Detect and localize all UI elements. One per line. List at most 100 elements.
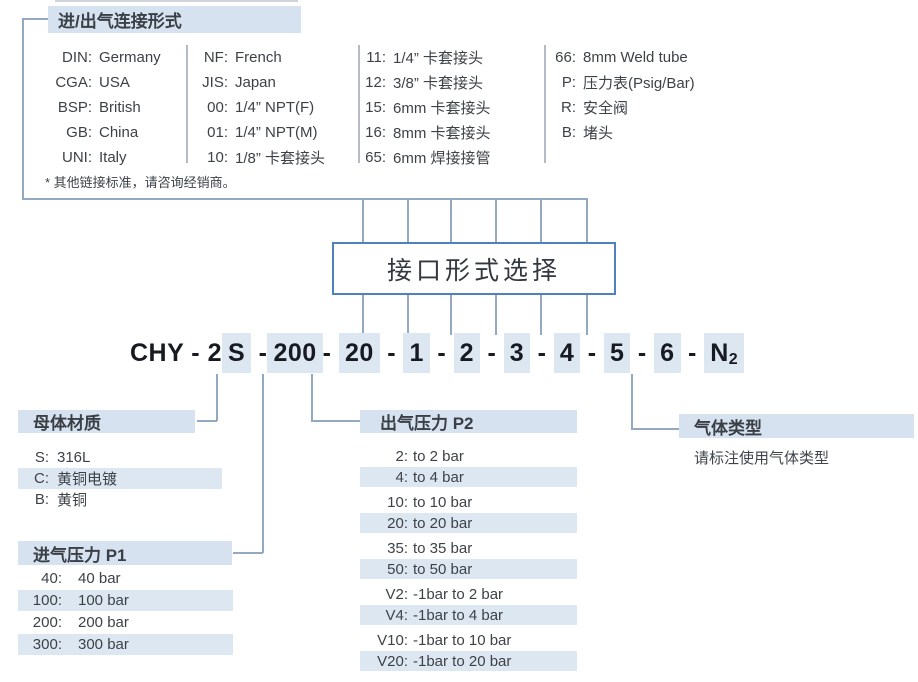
option-value: to 35 bar xyxy=(413,539,473,557)
connector-drop-line xyxy=(495,295,497,335)
connector-drop-line xyxy=(495,198,497,244)
option-key: S: xyxy=(34,449,49,466)
option-key: 12: xyxy=(365,74,386,91)
option-value: 3/8” 卡套接头 xyxy=(393,75,484,92)
option-value: to 4 bar xyxy=(413,468,464,486)
option-value: 100 bar xyxy=(78,592,129,609)
code-segment-text: N xyxy=(710,338,729,367)
option-key: V2: xyxy=(385,585,408,603)
option-value: 1/8” 卡套接头 xyxy=(235,150,326,167)
code-segment: CHY xyxy=(130,333,191,373)
connection-table-column-3: 11: 1/4” 卡套接头 12: 3/8” 卡套接头 15: 6mm 卡套接头… xyxy=(364,45,490,170)
connector-drop-line xyxy=(540,198,542,244)
code-segment: - xyxy=(191,333,207,373)
code-segment-subscript: 2 xyxy=(728,351,739,368)
outlet-pressure-option: 10: to 10 bar xyxy=(360,492,577,512)
connector-material-v xyxy=(216,374,218,421)
code-segment: 4 xyxy=(553,333,581,373)
connection-option: 66: 8mm Weld tube xyxy=(548,45,695,70)
option-key: CGA: xyxy=(55,74,92,91)
option-key: 4: xyxy=(395,468,408,486)
material-section-header: 母体材质 xyxy=(18,410,195,433)
code-segment-text: - xyxy=(580,338,604,367)
code-segment-text: 2 xyxy=(207,338,222,367)
option-key: B: xyxy=(34,491,49,508)
table-divider xyxy=(544,45,546,163)
option-key: R: xyxy=(561,99,576,116)
code-segment: 2 xyxy=(453,333,480,373)
code-segment-text: 20 xyxy=(344,338,374,367)
option-value: French xyxy=(235,49,282,66)
connector-drop-line xyxy=(407,295,409,335)
option-value: 1/4” NPT(F) xyxy=(235,99,315,116)
outlet-pressure-section-header: 出气压力 P2 xyxy=(360,410,577,433)
option-value: -1bar to 20 bar xyxy=(413,652,512,670)
option-key: 66: xyxy=(555,49,576,66)
material-section-title: 母体材质 xyxy=(33,414,101,433)
code-segment-text: 6 xyxy=(660,338,675,367)
inlet-pressure-option: 40: 40 bar xyxy=(18,568,233,589)
option-key: 300: xyxy=(32,636,62,653)
code-segment-text: - xyxy=(480,338,504,367)
gas-type-caption: 请标注使用气体类型 xyxy=(694,450,830,467)
connection-table-column-2: NF: French JIS: Japan 00: 1/4” NPT(F) 01… xyxy=(198,45,325,170)
option-value: to 10 bar xyxy=(413,493,473,511)
connector-drop-line xyxy=(450,295,452,335)
code-segment-text: CHY xyxy=(130,338,192,367)
option-key: 2: xyxy=(395,447,408,465)
code-segment: - xyxy=(580,333,604,373)
connector-drop-line xyxy=(586,198,588,244)
table-divider xyxy=(358,45,360,163)
top-crop-line xyxy=(55,0,298,2)
option-key: BSP: xyxy=(57,99,92,116)
code-segment: S xyxy=(221,333,252,373)
code-segment-text: 1 xyxy=(409,338,424,367)
connector-drop-line xyxy=(362,198,364,244)
connection-option: B: 堵头 xyxy=(548,120,695,145)
option-value: 200 bar xyxy=(78,614,129,631)
connection-option: 00: 1/4” NPT(F) xyxy=(198,95,325,120)
code-segment: - xyxy=(480,333,504,373)
gas-type-section-header: 气体类型 xyxy=(679,414,914,438)
option-key: 00: xyxy=(207,99,228,116)
bracket-top-line xyxy=(22,18,48,20)
connection-option: 01: 1/4” NPT(M) xyxy=(198,120,325,145)
option-value: -1bar to 10 bar xyxy=(413,631,512,649)
option-key: P: xyxy=(561,74,576,91)
option-value: Italy xyxy=(99,149,127,166)
option-value: 黄铜 xyxy=(57,492,88,509)
code-segment: 2 xyxy=(208,333,222,373)
option-key: NF: xyxy=(203,49,228,66)
ordering-code: CHY - 2 S - 200 - 20 - 1 - 2 - 3 - xyxy=(130,333,745,373)
outlet-pressure-section-title: 出气压力 P2 xyxy=(380,414,474,433)
connector-inlet-v xyxy=(262,374,264,553)
code-segment: 200 xyxy=(267,333,323,373)
connector-drop-line xyxy=(362,295,364,335)
option-value: -1bar to 2 bar xyxy=(413,585,504,603)
code-segment-text: - xyxy=(379,338,404,367)
code-segment: 3 xyxy=(503,333,531,373)
option-key: B: xyxy=(561,124,576,141)
code-segment: - xyxy=(380,333,404,373)
option-value: 压力表(Psig/Bar) xyxy=(583,75,695,92)
code-segment: 20 xyxy=(338,333,380,373)
option-key: 01: xyxy=(207,124,228,141)
option-key: 40: xyxy=(41,570,62,587)
connector-gas-h xyxy=(631,428,679,430)
connection-option: R: 安全阀 xyxy=(548,95,695,120)
connection-note: * 其他链接标准，请咨询经销商。 xyxy=(45,175,236,190)
connection-option: DIN: Germany xyxy=(50,45,161,70)
option-value: 1/4” NPT(M) xyxy=(235,124,318,141)
bracket-left-line xyxy=(22,18,24,200)
gas-type-section-title: 气体类型 xyxy=(694,418,762,438)
code-segment: - xyxy=(251,333,267,373)
code-segment-text: 2 xyxy=(459,338,474,367)
inlet-pressure-option: 100: 100 bar xyxy=(18,590,233,611)
code-segment: 6 xyxy=(654,333,681,373)
connection-option: P: 压力表(Psig/Bar) xyxy=(548,70,695,95)
connection-option: NF: French xyxy=(198,45,325,70)
connection-option: JIS: Japan xyxy=(198,70,325,95)
outlet-pressure-option: 2: to 2 bar xyxy=(360,446,577,466)
connector-gas-v xyxy=(631,374,633,429)
code-segment-text: S xyxy=(227,338,246,367)
